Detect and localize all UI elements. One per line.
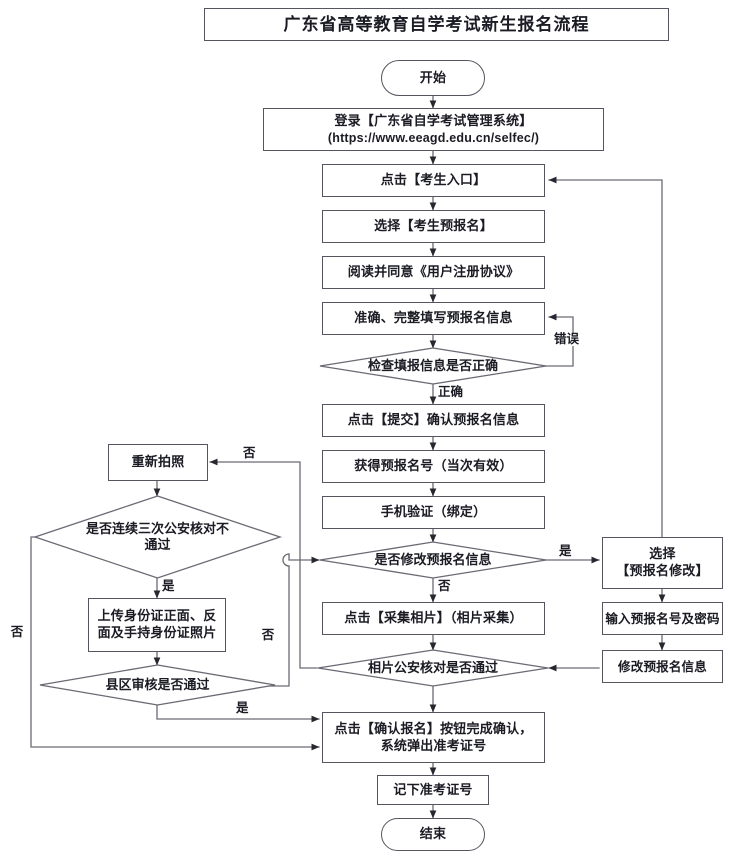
edge-label-no-county: 否 [259,628,274,641]
node-county-review-label: 县区审核是否通过 [105,676,210,692]
node-modify-question: 是否修改预报名信息 [319,541,547,579]
node-collect-photo: 点击【采集相片】（相片采集） [322,602,545,635]
edge-label-error: 错误 [553,332,581,346]
node-login: 登录【广东省自学考试管理系统】 (https://www.eeagd.edu.c… [263,108,604,151]
node-login-line1: 登录【广东省自学考试管理系统】 [334,113,533,129]
node-upload-line2: 面及手持身份证照片 [97,625,217,640]
node-check-info-label: 检查填报信息是否正确 [367,357,498,373]
node-submit-confirm: 点击【提交】确认预报名信息 [322,404,545,437]
node-upload-id-photos: 上传身份证正面、反 面及手持身份证照片 [88,598,226,652]
node-thrice-line2: 通过 [144,537,171,552]
node-phone-verify: 手机验证（绑定） [322,496,545,529]
node-record-ticket-number: 记下准考证号 [377,775,489,805]
node-candidate-entry: 点击【考生入口】 [322,164,545,197]
node-do-modify: 修改预报名信息 [602,650,723,683]
edge-label-correct: 正确 [437,385,465,399]
edge-label-yes-county: 是 [235,701,250,715]
edge-label-no-thrice: 否 [8,625,23,638]
edge-label-yes-modify: 是 [558,544,573,558]
node-confirm-registration: 点击【确认报名】按钮完成确认， 系统弹出准考证号 [322,712,545,763]
node-login-url: (https://www.eeagd.edu.cn/selfec/) [327,130,540,145]
node-select-prereg: 选择【考生预报名】 [322,210,545,243]
node-rephoto: 重新拍照 [108,444,208,481]
node-confirm-line1: 点击【确认报名】按钮完成确认， [334,720,533,736]
node-check-info: 检查填报信息是否正确 [319,347,547,385]
page-title: 广东省高等教育自学考试新生报名流程 [204,8,669,41]
node-fill-info: 准确、完整填写预报名信息 [322,302,545,335]
node-thrice-fail-question: 是否连续三次公安核对不 通过 [32,495,283,579]
node-agree-terms: 阅读并同意《用户注册协议》 [322,256,545,289]
node-thrice-fail-label: 是否连续三次公安核对不 通过 [35,496,280,578]
node-photo-police-check-label: 相片公安核对是否通过 [367,659,498,675]
node-thrice-line1: 是否连续三次公安核对不 [85,520,229,536]
node-confirm-line2: 系统弹出准考证号 [380,737,487,753]
node-upload-line1: 上传身份证正面、反 [97,608,217,624]
node-county-review-question: 县区审核是否通过 [39,664,276,706]
edge-label-no-photo-check: 否 [242,446,257,460]
edge-label-yes-thrice: 是 [161,579,176,593]
node-select-modify-line2: 【预报名修改】 [616,563,709,578]
node-start: 开始 [381,60,485,96]
node-select-modify-line1: 选择 [649,546,676,562]
node-photo-police-check: 相片公安核对是否通过 [317,649,549,687]
node-modify-question-label: 是否修改预报名信息 [374,551,492,567]
node-end: 结束 [381,818,485,851]
node-select-modify: 选择 【预报名修改】 [602,537,723,589]
edge-label-no-modify: 否 [437,579,452,593]
node-get-prereg-number: 获得预报名号（当次有效） [322,450,545,483]
node-input-number-password: 输入预报名号及密码 [602,602,723,635]
